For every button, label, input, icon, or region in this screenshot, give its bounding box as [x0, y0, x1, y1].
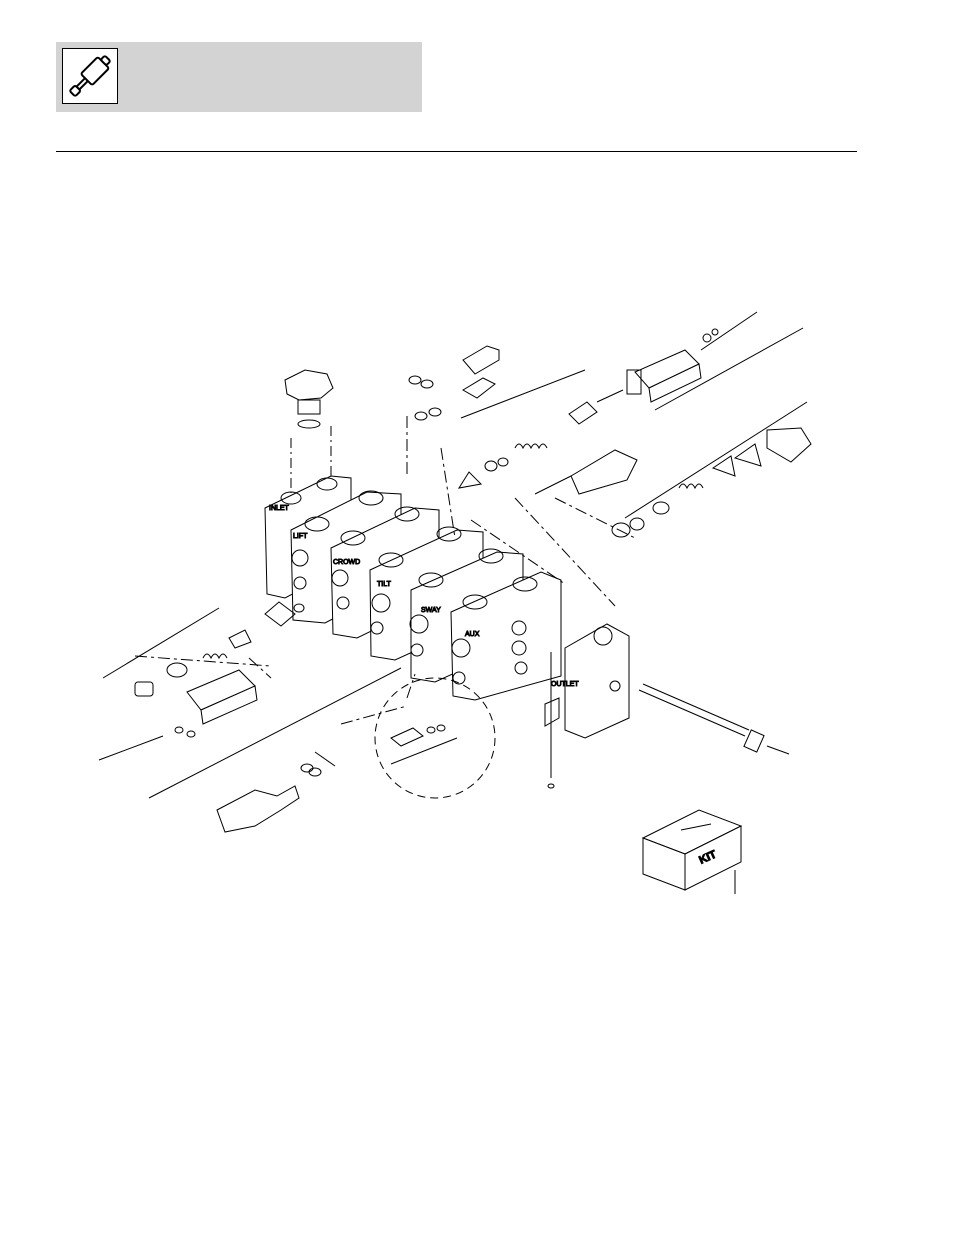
label-outlet: OUTLET [551, 681, 579, 688]
relief-valve-lower [217, 764, 321, 832]
label-aux: AUX [465, 631, 480, 638]
kit-box: KIT [643, 810, 741, 890]
label-tilt: TILT [377, 581, 392, 588]
valve-outlet-section: OUTLET [551, 624, 629, 738]
spool-cap-assembly [627, 312, 757, 402]
tie-rod-part [639, 684, 789, 754]
exploded-valve-diagram: INLET LIFT CROWD TILT [95, 298, 835, 908]
label-sway: SWAY [421, 607, 441, 614]
spool-part [535, 450, 637, 494]
spring-part-right [612, 428, 811, 537]
plug-part [285, 370, 333, 428]
header-banner [56, 42, 422, 112]
spool-cap-assembly-left [99, 670, 257, 760]
hydraulic-cylinder-icon [62, 48, 118, 104]
label-inlet: INLET [269, 505, 290, 512]
header-divider [56, 151, 857, 152]
label-lift: LIFT [293, 533, 308, 540]
label-crowd: CROWD [333, 559, 360, 566]
